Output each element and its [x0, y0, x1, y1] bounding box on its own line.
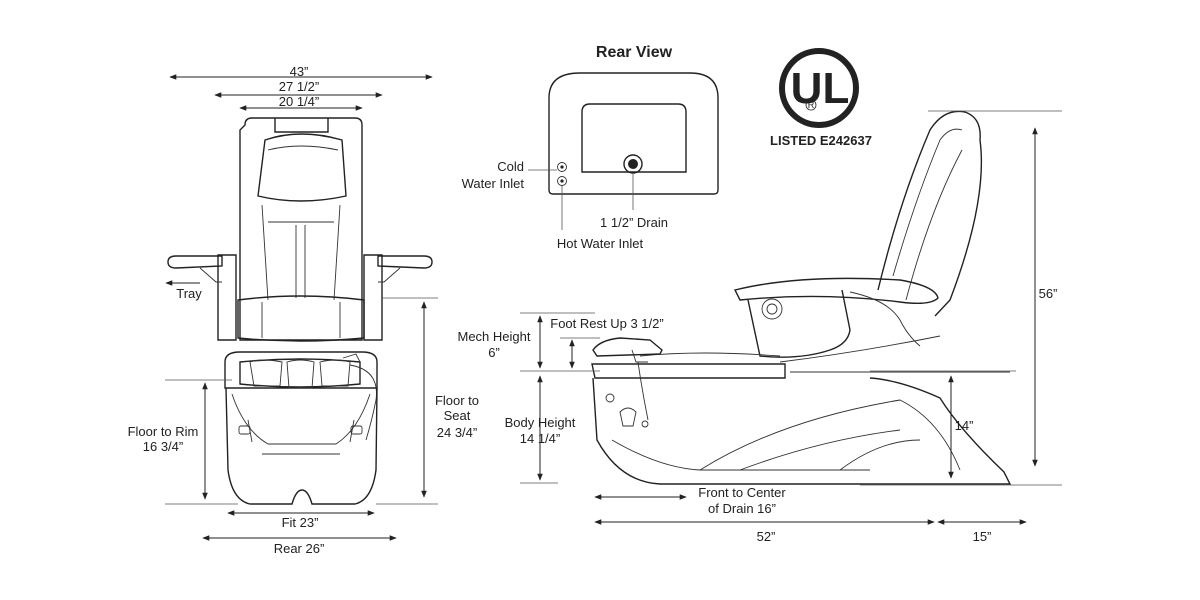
dim-floor-to-rim-2: 16 3/4”	[143, 439, 183, 454]
ul-registered: R	[808, 100, 815, 110]
dim-length: 52”	[757, 529, 776, 544]
dim-foot-rest: Foot Rest Up 3 1/2”	[550, 316, 663, 331]
front-view: 43” 27 1/2” 20 1/4”	[128, 64, 479, 556]
cold-inlet-label-2: Water Inlet	[462, 176, 525, 191]
ul-certification-mark: UL R LISTED E242637	[770, 48, 872, 148]
dim-fit: Fit 23”	[282, 515, 319, 530]
dim-width-back: 20 1/4”	[279, 94, 319, 109]
dim-rear: Rear 26”	[274, 541, 325, 556]
dim-body-height-2: 14 1/4”	[520, 431, 560, 446]
dim-floor-to-seat-1: Floor to	[435, 393, 479, 408]
ul-circle	[779, 48, 859, 128]
dim-width-overall: 43”	[290, 64, 309, 79]
rear-panel	[548, 72, 719, 195]
ul-listing-number: LISTED E242637	[770, 133, 872, 148]
dim-width-mid: 27 1/2”	[279, 79, 319, 94]
dim-front-to-drain-2: of Drain 16”	[708, 501, 776, 516]
front-chair-drawing	[167, 117, 433, 505]
cold-inlet-port	[557, 162, 567, 172]
dim-front-to-drain-1: Front to Center	[698, 485, 786, 500]
dim-tray: Tray	[176, 286, 202, 301]
rear-view: Rear View Cold Water Inlet 1 1/2” Drain …	[462, 44, 719, 251]
dim-14: 14”	[955, 418, 974, 433]
side-view: 56” 14” Mech Height 6” Foot Rest Up 3 1/…	[458, 110, 1062, 544]
hot-inlet-label: Hot Water Inlet	[557, 236, 644, 251]
cold-inlet-label-1: Cold	[497, 159, 524, 174]
side-chair-drawing	[591, 110, 1012, 485]
dim-mech-height-1: Mech Height	[458, 329, 531, 344]
dim-floor-to-seat-3: 24 3/4”	[437, 425, 477, 440]
dim-floor-to-rim-1: Floor to Rim	[128, 424, 199, 439]
drain-label: 1 1/2” Drain	[600, 215, 668, 230]
rear-view-title: Rear View	[596, 44, 673, 61]
dim-body-height-1: Body Height	[505, 415, 576, 430]
dim-mech-height-2: 6”	[488, 345, 500, 360]
dim-total-height: 56”	[1039, 286, 1058, 301]
ul-letters: UL	[791, 64, 850, 113]
hot-inlet-port	[557, 176, 567, 186]
dim-floor-to-seat-2: Seat	[444, 408, 471, 423]
dim-depth-extra: 15”	[973, 529, 992, 544]
